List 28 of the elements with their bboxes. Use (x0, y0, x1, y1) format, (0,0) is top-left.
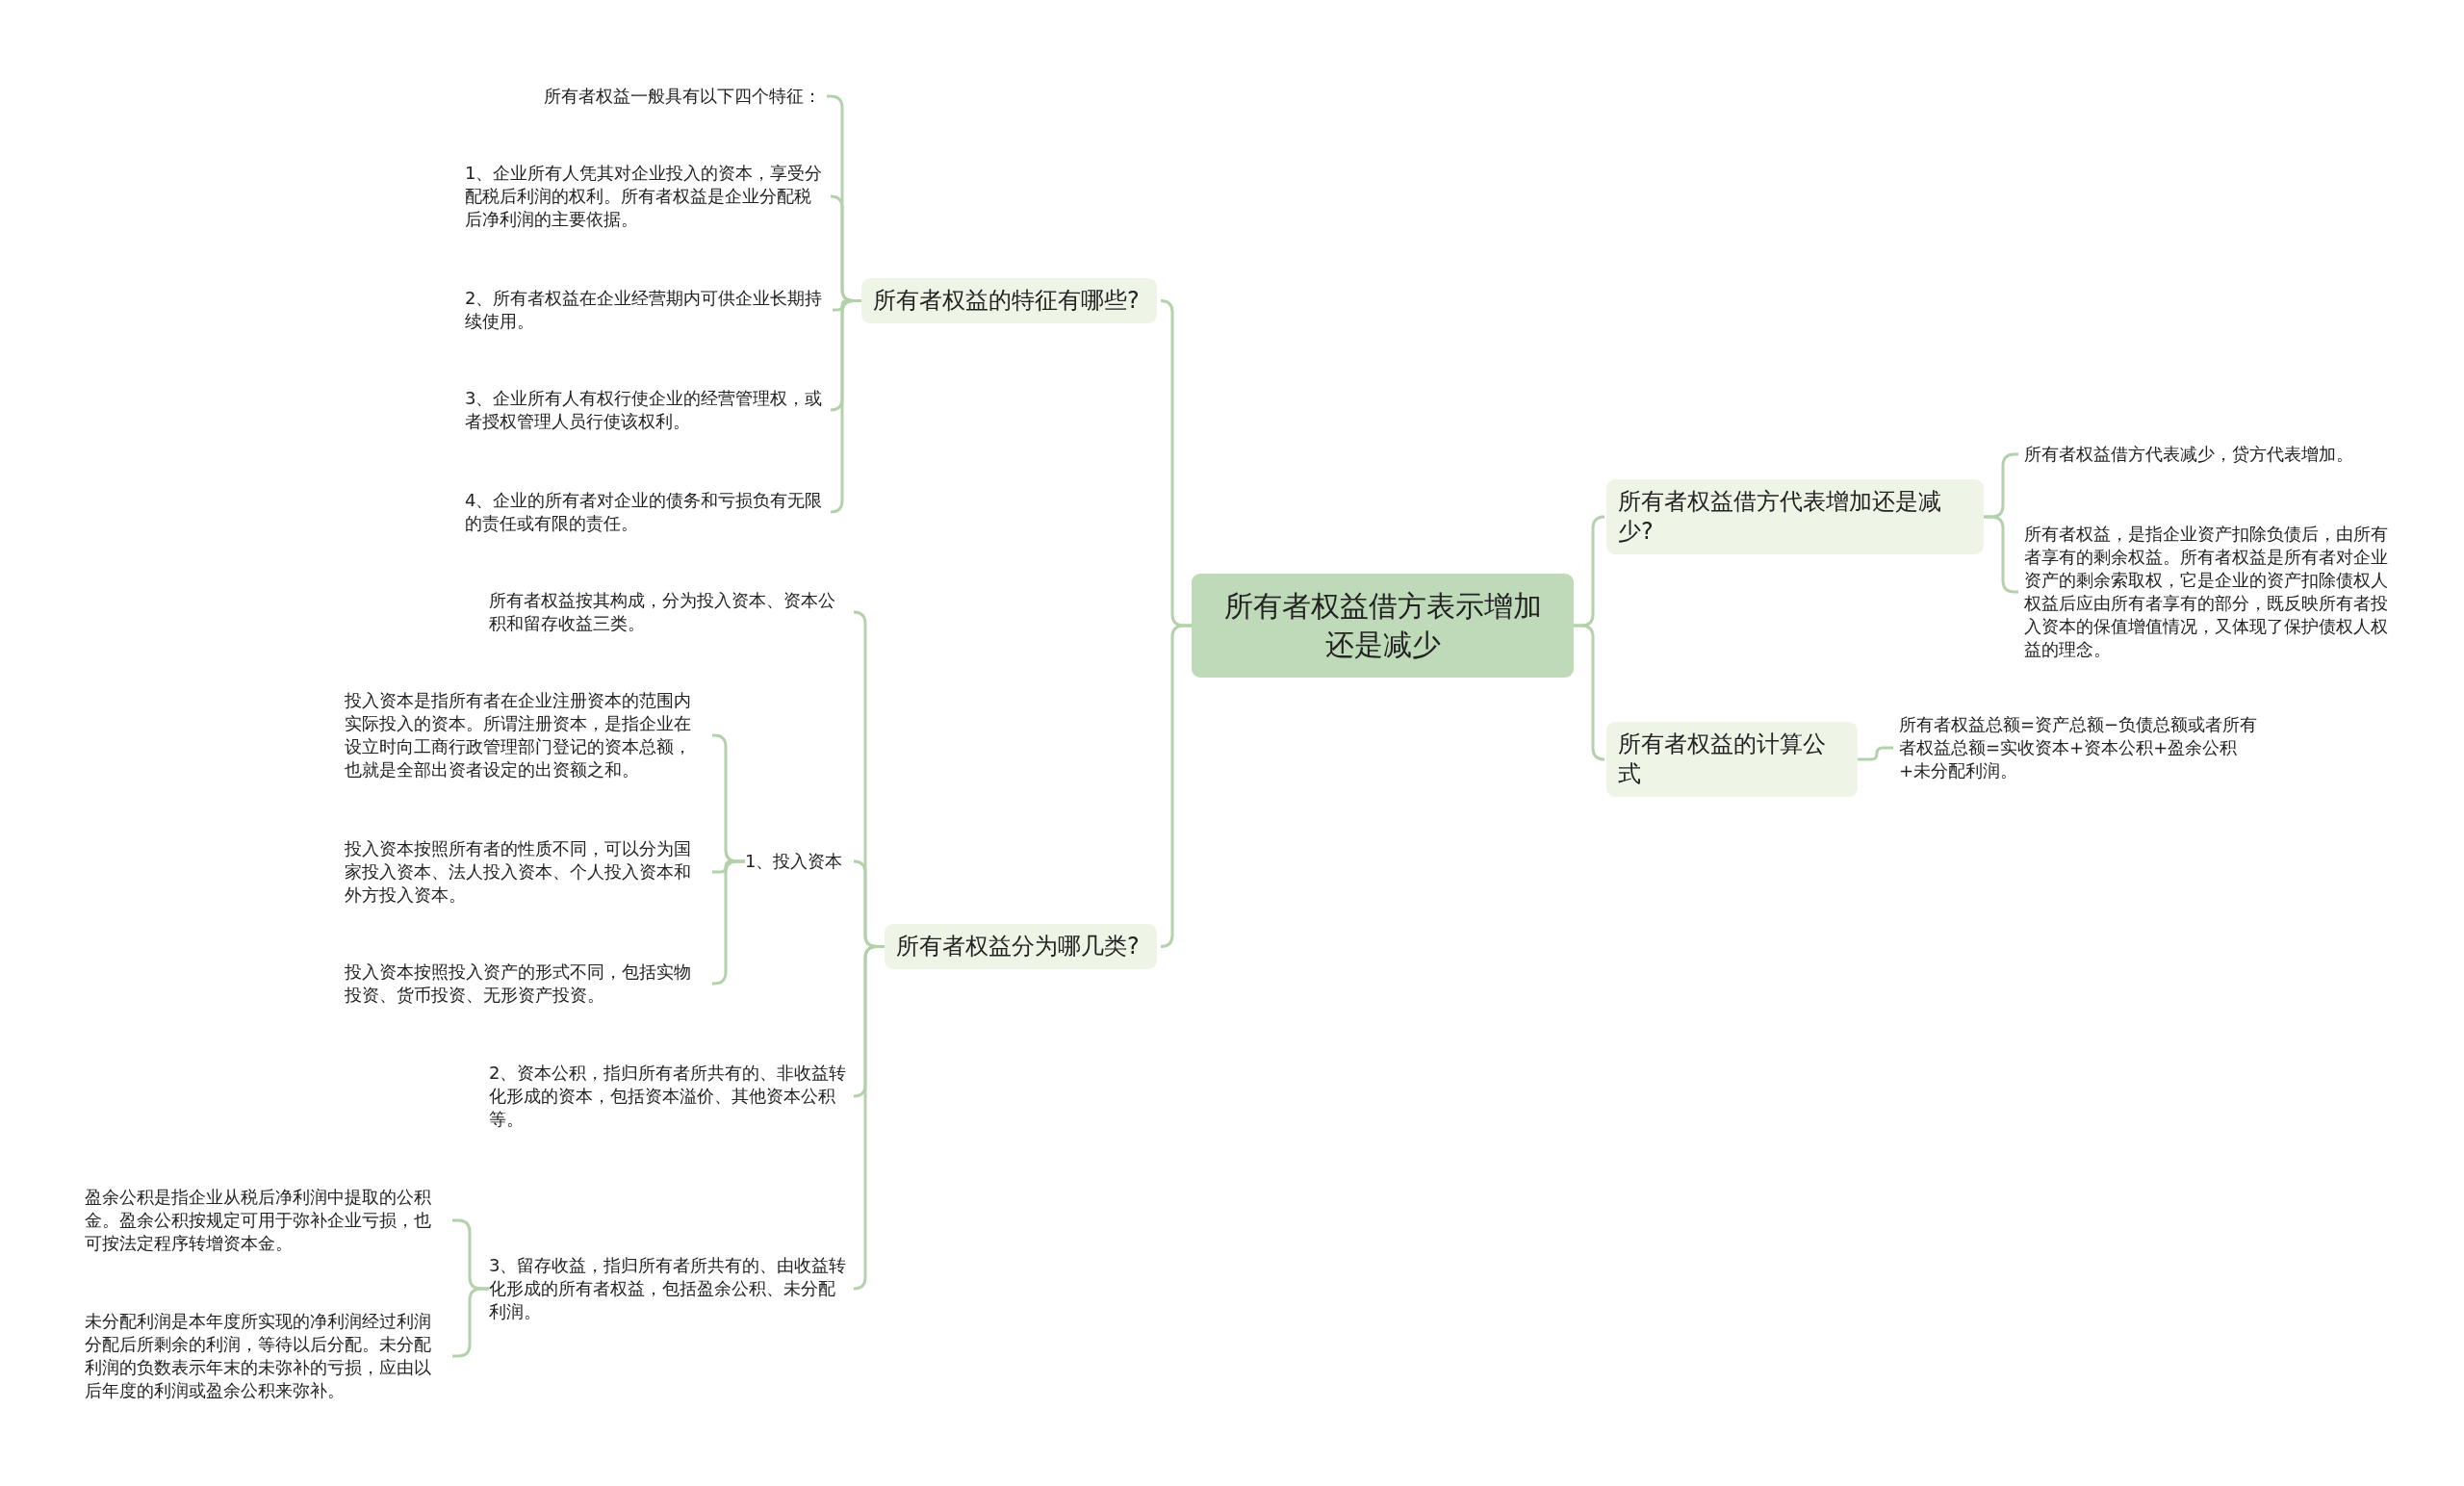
topic-box: 所有者权益分为哪几类? (885, 924, 1157, 969)
connector-line (852, 945, 885, 1291)
central-topic-box: 所有者权益借方表示增加还是减少 (1192, 574, 1574, 678)
topic-box: 所有者权益的特征有哪些? (861, 278, 1157, 323)
note-text: 3、留存收益，指归所有者所共有的、由收益转化形成的所有者权益，包括盈余公积、未分配利润。 (489, 1254, 851, 1323)
note-text: 2、所有者权益在企业经营期内可供企业长期持续使用。 (465, 287, 827, 333)
connector-line (1574, 624, 1606, 761)
connector-line (1159, 624, 1192, 948)
note-text: 盈余公积是指企业从税后净利润中提取的公积金。盈余公积按规定可用于弥补企业亏损，也可按法定程序转增资本金。 (85, 1186, 447, 1255)
note-text: 投入资本是指所有者在企业注册资本的范围内实际投入的资本。所谓注册资本，是指企业在设立时向工商行政管理部门登记的资本总额，也就是全部出资者设定的出资额之和。 (345, 689, 706, 781)
note-text: 所有者权益总额=资产总额−负债总额或者所有者权益总额=实收资本+资本公积+盈余公积+未分配利润。 (1899, 713, 2261, 782)
note-text: 所有者权益按其构成，分为投入资本、资本公积和留存收益三类。 (489, 589, 851, 635)
note-text: 投入资本按照投入资产的形式不同，包括实物投资、货币投资、无形资产投资。 (345, 961, 706, 1007)
topic-box: 所有者权益借方代表增加还是减少? (1606, 479, 1984, 554)
note-text: 所有者权益，是指企业资产扣除负债后，由所有者享有的剩余权益。所有者权益是所有者对企业资产的剩余索取权，它是企业的资产扣除债权人权益后应由所有者享有的部分，既反映所有者投入资本的保值增值情况，又体现了保护债权人权益的理念。 (2024, 523, 2390, 661)
note-text: 1、企业所有人凭其对企业投入的资本，享受分配税后利润的权利。所有者权益是企业分配税后净利润的主要依据。 (465, 162, 827, 231)
connector-line (829, 299, 861, 514)
note-text: 3、企业所有人有权行使企业的经营管理权，或者授权管理人员行使该权利。 (465, 387, 827, 433)
note-text: 2、资本公积，指归所有者所共有的、非收益转化形成的资本，包括资本溢价、其他资本公积等。 (489, 1062, 851, 1131)
topic-box: 所有者权益的计算公式 (1606, 722, 1858, 797)
note-text: 4、企业的所有者对企业的债务和亏损负有无限的责任或有限的责任。 (465, 489, 827, 535)
note-text: 所有者权益借方代表减少，贷方代表增加。 (2024, 443, 2409, 466)
connector-line (711, 859, 745, 986)
note-text: 投入资本按照所有者的性质不同，可以分为国家投入资本、法人投入资本、个人投入资本和外方投入资本。 (345, 837, 706, 907)
note-text: 未分配利润是本年度所实现的净利润经过利润分配后所剩余的利润，等待以后分配。未分配利润的负数表示年末的未弥补的亏损，应由以后年度的利润或盈余公积来弥补。 (85, 1310, 447, 1402)
note-text: 1、投入资本 (745, 850, 851, 873)
connector-line (1858, 746, 1893, 761)
note-text: 所有者权益一般具有以下四个特征： (481, 85, 821, 108)
